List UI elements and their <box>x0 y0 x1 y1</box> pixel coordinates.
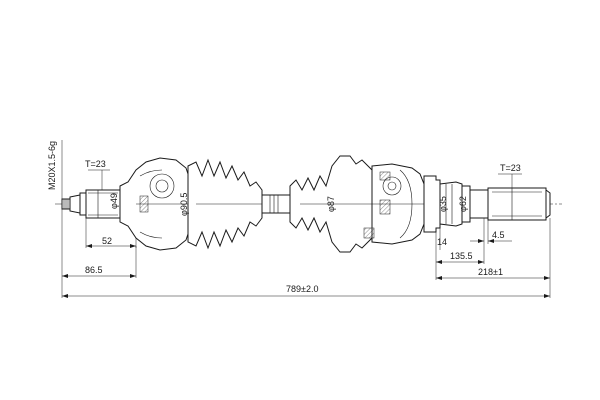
dim-218-label: 218±1 <box>478 267 503 277</box>
outer-stub-shaft <box>61 189 121 219</box>
inner-joint-housing <box>363 163 425 245</box>
outer-boot <box>187 158 263 250</box>
dim-4-5: 4.5 <box>470 218 512 244</box>
dim-52: 52 <box>85 218 137 248</box>
dia-inner-flange-label: φ62 <box>458 196 468 212</box>
dim-135-5: 135.5 <box>435 244 485 264</box>
dim-86-5: 86.5 <box>61 209 137 278</box>
inner-teeth-callout: T=23 <box>498 163 522 188</box>
dia-outer-joint-label: φ90.5 <box>179 193 189 216</box>
dia-inner-joint-label: φ35 <box>438 196 448 212</box>
dim-overall: 789±2.0 <box>61 218 551 298</box>
dim-14-label: 14 <box>437 237 447 247</box>
dia-outer-shaft-label: φ49 <box>109 193 119 209</box>
dim-overall-label: 789±2.0 <box>286 284 318 294</box>
dia-inner-boot-label: φ87 <box>326 196 336 212</box>
main-shaft <box>261 194 293 214</box>
dim-14: 14 <box>435 228 447 250</box>
dim-218: 218±1 <box>435 264 550 280</box>
dim-86-5-label: 86.5 <box>85 265 103 275</box>
inner-flange-hub <box>423 175 489 233</box>
inner-spline-shaft <box>487 187 551 221</box>
outer-teeth-label: T=23 <box>85 159 106 169</box>
inner-teeth-label: T=23 <box>500 163 521 173</box>
outer-teeth-callout: T=23 <box>85 159 110 190</box>
thread-spec-label: M20X1.5-6g <box>47 141 57 190</box>
dim-4-5-label: 4.5 <box>492 230 505 240</box>
dim-135-5-label: 135.5 <box>450 251 473 261</box>
dim-52-label: 52 <box>102 236 112 246</box>
outer-joint-housing <box>119 157 193 251</box>
